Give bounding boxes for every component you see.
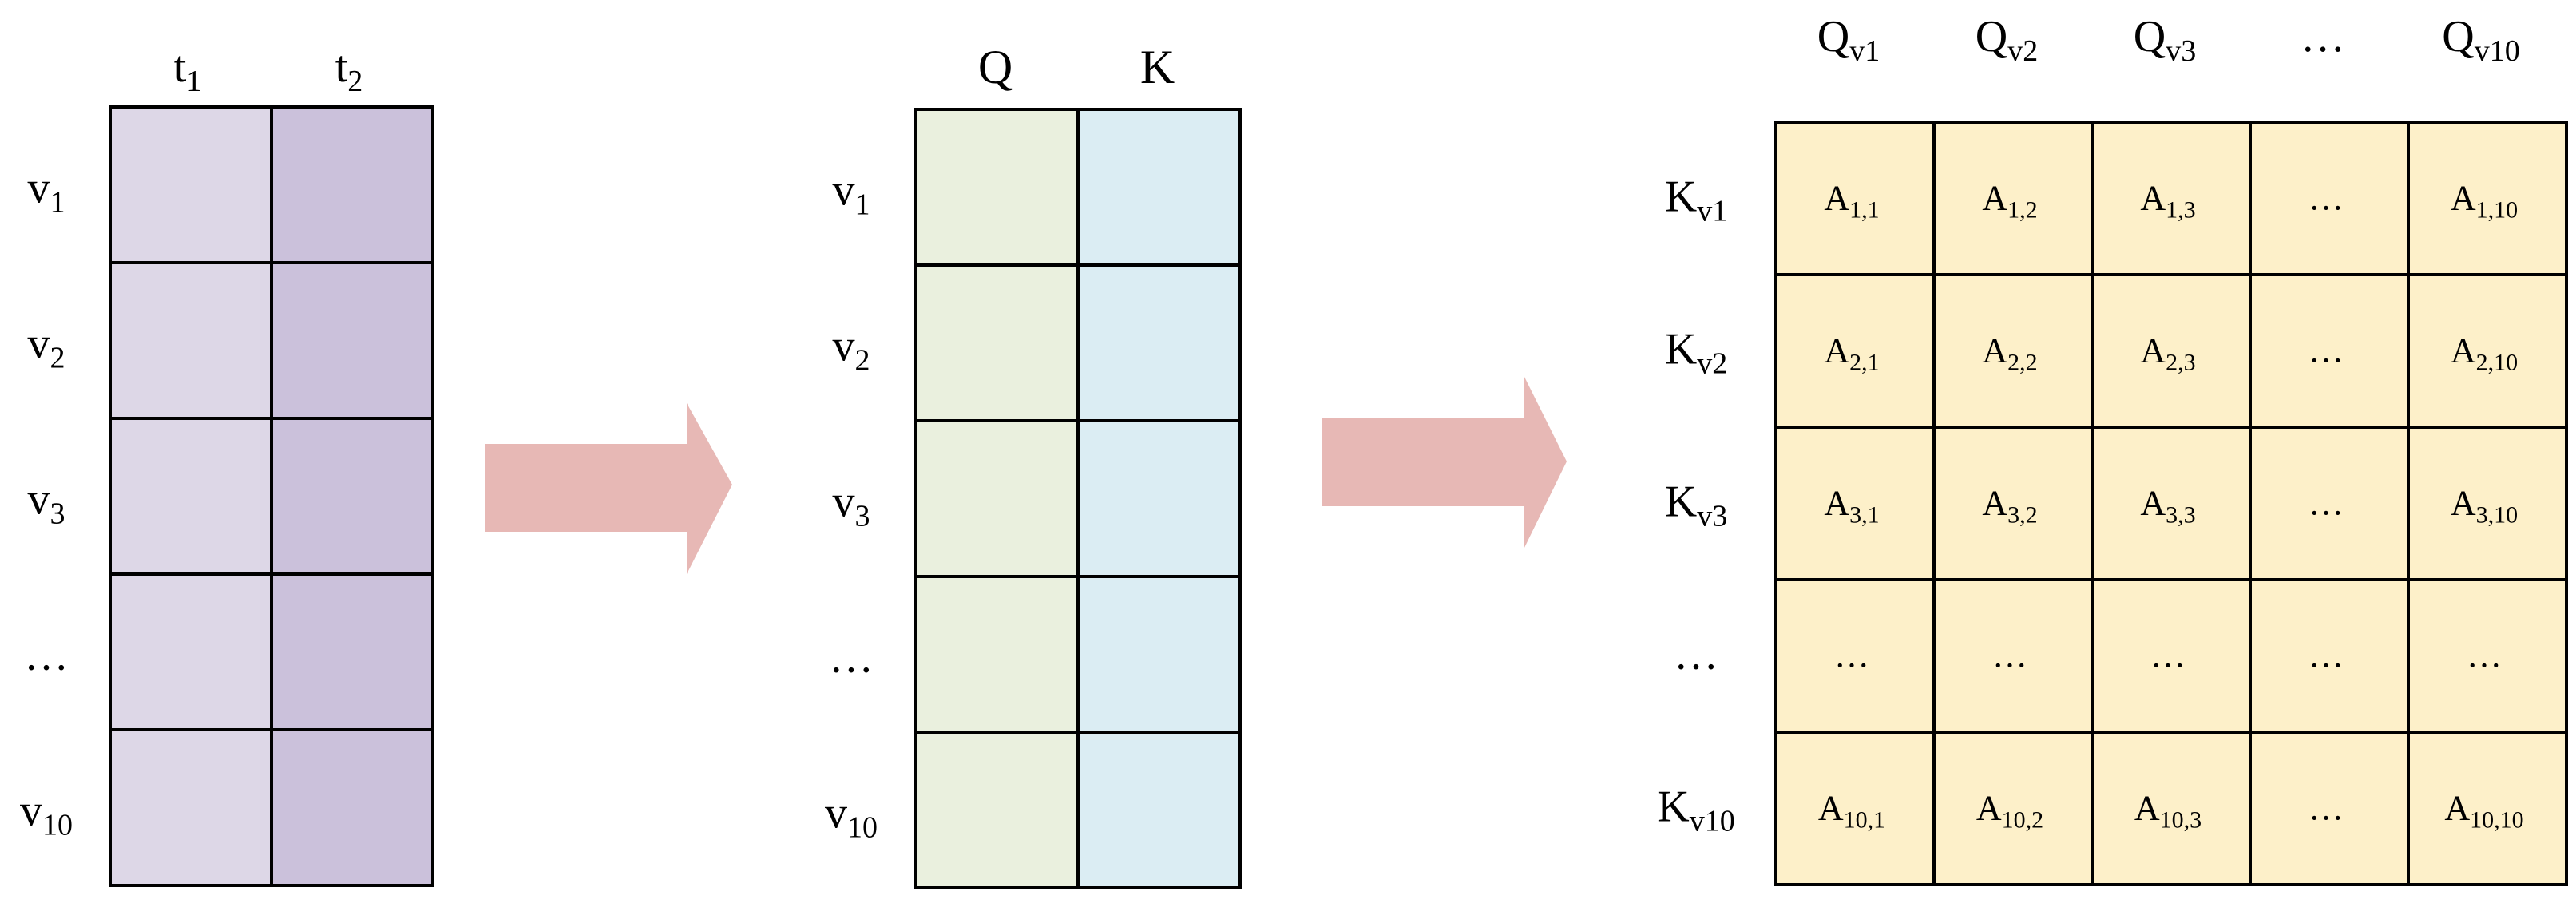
attention-score-label: … <box>2150 636 2186 675</box>
matrix-cell <box>2091 426 2252 581</box>
grid-cell <box>914 108 1080 267</box>
grid-cell <box>270 572 434 731</box>
matrix-cell <box>2407 121 2568 276</box>
row-label: Kv2 <box>1665 325 1727 381</box>
attention-score-label: … <box>2308 331 2344 370</box>
attention-score-label: A10,2 <box>1976 789 2043 834</box>
row-label: v3 <box>28 475 65 531</box>
matrix-cell <box>2091 273 2252 429</box>
column-header: … <box>2301 12 2345 61</box>
matrix-cell <box>2249 578 2410 734</box>
column-header: Qv10 <box>2442 12 2519 68</box>
attention-score-label: A2,3 <box>2140 331 2195 376</box>
matrix-cell <box>2407 426 2568 581</box>
matrix-cell <box>1932 731 2094 886</box>
attention-score-label: … <box>2308 789 2344 828</box>
grid-cell <box>270 105 434 264</box>
row-label: Kv10 <box>1657 782 1734 838</box>
matrix-cell <box>2091 731 2252 886</box>
row-label: Kv3 <box>1665 477 1727 533</box>
attention-score-label: A10,1 <box>1818 789 1885 834</box>
attention-score-label: A1,1 <box>1824 179 1879 224</box>
row-label: v2 <box>833 322 870 378</box>
row-label: v1 <box>833 166 870 222</box>
grid-cell <box>914 419 1080 578</box>
row-label: v10 <box>20 786 73 842</box>
column-header: Qv2 <box>1976 12 2038 68</box>
grid-cell <box>1076 263 1242 422</box>
grid-cell <box>914 731 1080 889</box>
matrix-cell <box>1774 273 1936 429</box>
grid-cell <box>109 105 273 264</box>
matrix-cell <box>1774 731 1936 886</box>
grid-cell <box>1076 419 1242 578</box>
grid-cell <box>914 575 1080 734</box>
attention-score-label: … <box>2308 179 2344 218</box>
attention-score-label: A1,3 <box>2140 179 2195 224</box>
row-label: v3 <box>833 477 870 533</box>
grid-cell <box>914 263 1080 422</box>
attention-score-label: A3,10 <box>2451 484 2518 529</box>
query-key-matrix: v1 v2 v3 … v10 Q K <box>825 41 1242 889</box>
attention-score-label: … <box>2308 484 2344 523</box>
row-label: Kv1 <box>1665 172 1727 228</box>
grid-cell <box>1076 731 1242 889</box>
column-header: Qv1 <box>1817 12 1880 68</box>
matrix-cell <box>1932 426 2094 581</box>
attention-score-label: A3,3 <box>2140 484 2195 529</box>
column-header: Qv3 <box>2134 12 2196 68</box>
attention-score-label: … <box>1834 636 1869 675</box>
grid-cell <box>270 728 434 887</box>
attention-score-label: … <box>2467 636 2502 675</box>
matrix-cell <box>1932 578 2094 734</box>
column-header: Q <box>978 41 1013 93</box>
attention-score-label: A3,1 <box>1824 484 1879 529</box>
matrix-cell <box>1774 121 1936 276</box>
grid-cell <box>1076 108 1242 267</box>
attention-score-label: A2,1 <box>1824 331 1879 376</box>
column-header: t1 <box>174 42 202 98</box>
matrix-cell <box>2249 273 2410 429</box>
attention-score-label: A10,10 <box>2444 789 2523 834</box>
attention-score-label: A10,3 <box>2134 789 2201 834</box>
column-header: t2 <box>335 42 363 98</box>
row-label: … <box>1674 630 1718 679</box>
attention-score-label: … <box>1992 636 2027 675</box>
row-label: … <box>829 633 874 683</box>
matrix-cell <box>2091 578 2252 734</box>
matrix-cell <box>2407 731 2568 886</box>
grid-cell <box>109 572 273 731</box>
row-label: v1 <box>28 164 65 220</box>
matrix-cell <box>2407 273 2568 429</box>
attention-score-label: A3,2 <box>1982 484 2037 529</box>
attention-score-label: A2,10 <box>2451 331 2518 376</box>
matrix-cell <box>2249 731 2410 886</box>
matrix-cell <box>2249 426 2410 581</box>
row-label: v2 <box>28 319 65 375</box>
grid-cell <box>109 417 273 576</box>
row-label: … <box>24 631 69 680</box>
grid-cell <box>109 261 273 420</box>
row-label: v10 <box>825 789 878 845</box>
grid-cell <box>109 728 273 887</box>
attention-score-label: … <box>2308 636 2344 675</box>
attention-score-label: A1,10 <box>2451 179 2518 224</box>
matrix-cell <box>2249 121 2410 276</box>
grid-cell <box>1076 575 1242 734</box>
grid-cell <box>270 417 434 576</box>
input-feature-matrix: v1 v2 v3 … v10 t1 t2 <box>20 42 434 887</box>
attention-score-label: A1,2 <box>1982 179 2037 224</box>
transform-arrow-2 <box>1322 375 1567 549</box>
grid-cell <box>270 261 434 420</box>
attention-score-label: A2,2 <box>1982 331 2037 376</box>
transform-arrow-1 <box>485 403 732 574</box>
column-header: K <box>1140 41 1175 93</box>
